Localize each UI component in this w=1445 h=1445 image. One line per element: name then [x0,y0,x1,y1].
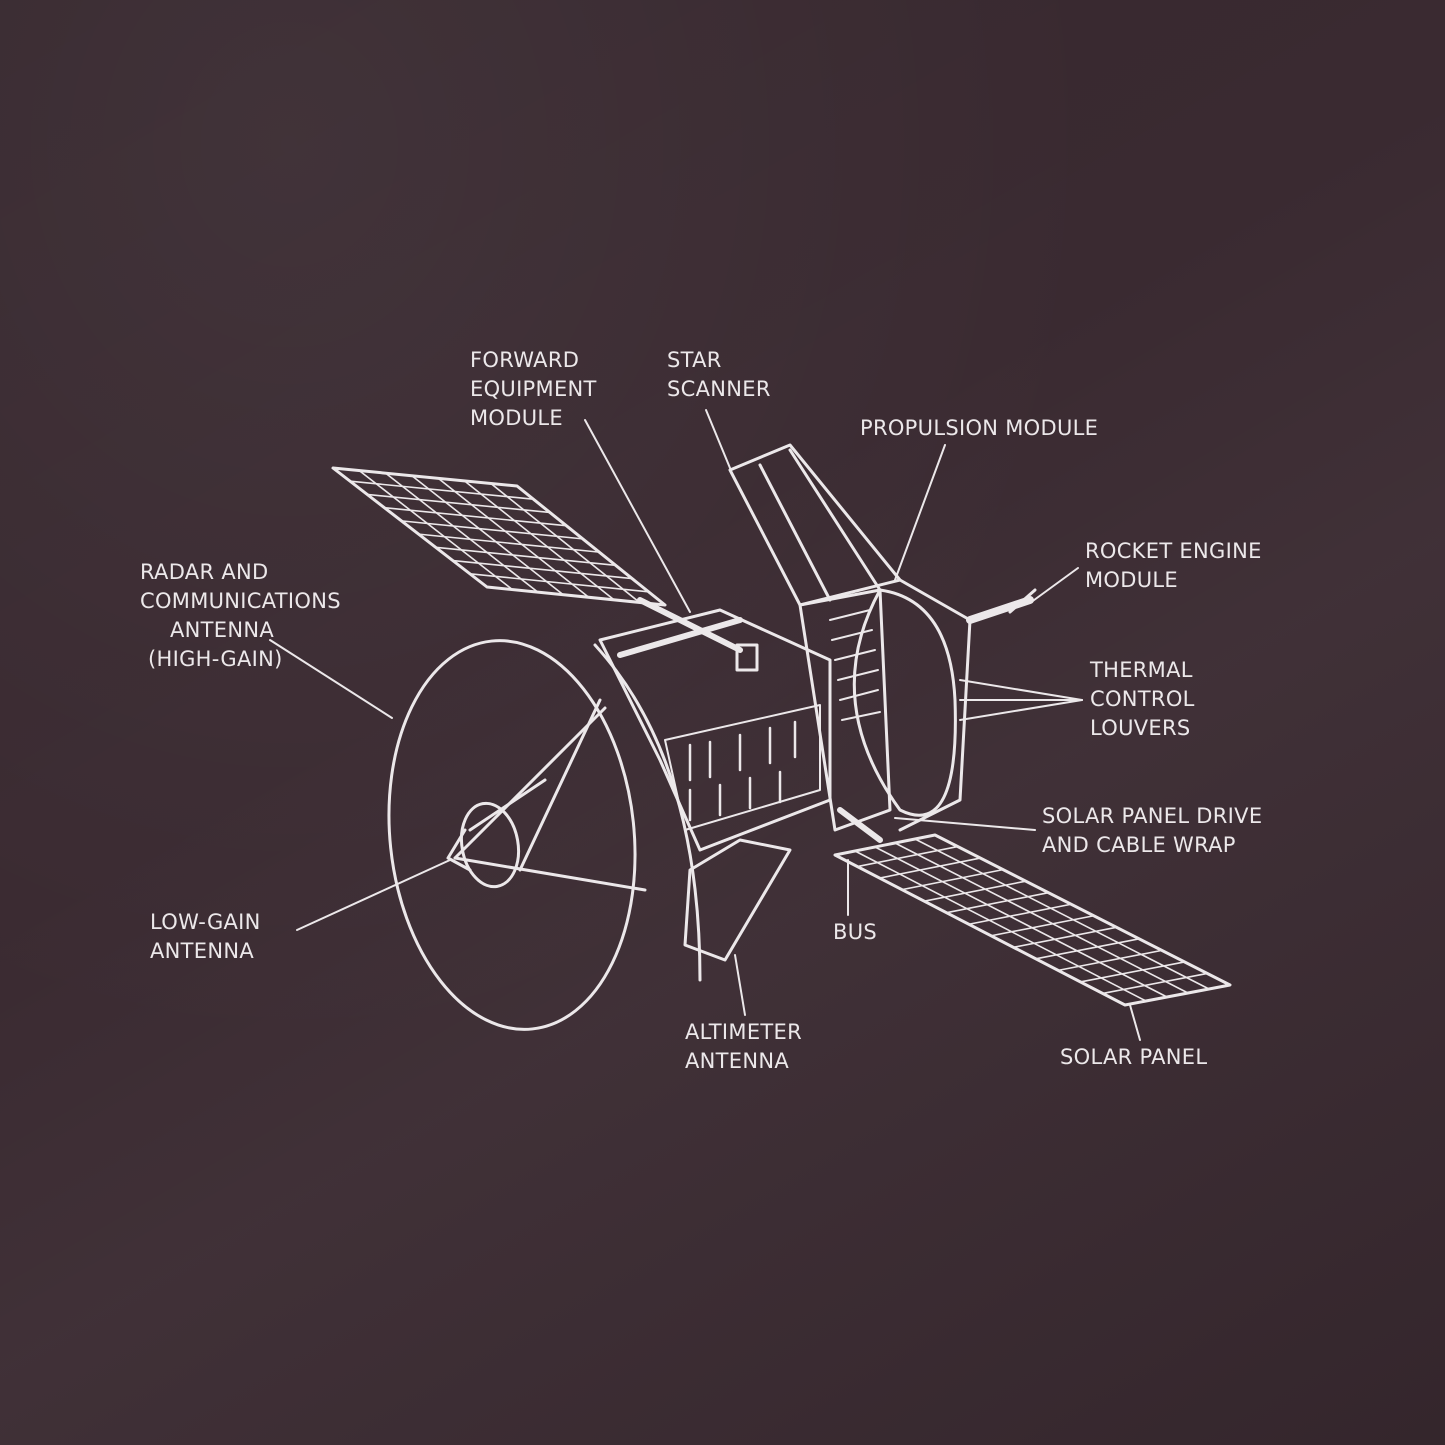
panel-cell-line [463,480,615,601]
panel-cell-line [451,559,633,580]
bottom-solar-panel [833,807,1232,1007]
top-solar-panel [331,466,743,653]
label-line: STAR [667,348,722,372]
label-solar-panel-drive: SOLAR PANEL DRIVE AND CABLE WRAP [1042,802,1262,860]
label-line: FORWARD [470,348,580,372]
label-line: CONTROL [1090,687,1195,711]
label-line: THERMAL [1090,658,1193,682]
panel-cell-line [1101,972,1209,995]
panel-cell-line [437,477,590,599]
label-line: MODULE [470,406,563,430]
low-gain-antenna [446,801,521,889]
panel-cell-line [923,880,1027,902]
label-line: SOLAR PANEL [1060,1045,1208,1069]
propulsion-module [728,443,1037,832]
leader-lines [269,409,1141,1041]
panel-cell-line [384,472,539,593]
panel-cell-line [1079,961,1186,983]
panel-cell-line [358,469,514,591]
label-propulsion-module: PROPULSION MODULE [860,414,1098,443]
label-thermal-control-louvers: THERMAL CONTROL LOUVERS [1090,656,1195,743]
panel-cell-line [901,868,1004,891]
label-line: EQUIPMENT [470,377,597,401]
label-low-gain-antenna: LOW-GAIN ANTENNA [150,908,261,966]
panel-cell-line [1012,926,1118,949]
label-line: ANTENNA [150,939,255,963]
label-high-gain-antenna: RADAR AND COMMUNICATIONS ANTENNA (HIGH-G… [130,558,370,674]
label-line: COMMUNICATIONS [140,589,341,613]
panel-cell-line [894,842,1189,994]
panel-cell-line [489,482,641,604]
panel-cell-line [383,506,568,527]
panel-cell-line [366,493,551,514]
label-rocket-engine-module: ROCKET ENGINE MODULE [1085,537,1262,595]
label-line: ROCKET ENGINE [1085,539,1262,563]
label-bus: BUS [833,918,877,947]
panel-cell-line [1034,938,1141,960]
label-line: (HIGH-GAIN) [148,647,283,671]
label-line: SCANNER [667,377,771,401]
label-line: PROPULSION MODULE [860,416,1099,440]
label-line: LOW-GAIN [150,910,261,934]
label-line: ALTIMETER [685,1020,802,1044]
label-line: LOUVERS [1090,716,1191,740]
panel-cell-line [945,891,1050,914]
label-line: ANTENNA [170,618,275,642]
label-forward-equipment-module: FORWARD EQUIPMENT MODULE [470,346,597,433]
panel-cell-line [469,572,650,593]
label-line: MODULE [1085,568,1178,592]
panel-cell-line [434,546,617,567]
bus-body [598,608,832,962]
panel-cell-line [1057,949,1163,972]
panel-cell-line [854,850,1147,1002]
label-line: AND CABLE WRAP [1042,833,1236,857]
panel-cell-line [914,838,1210,990]
label-line: RADAR AND [140,560,269,584]
panel-cell-line [349,480,535,501]
panel-cell-line [990,914,1095,937]
label-altimeter-antenna: ALTIMETER ANTENNA [685,1018,802,1076]
label-solar-panel: SOLAR PANEL [1060,1043,1207,1072]
label-line: SOLAR PANEL DRIVE [1042,804,1263,828]
high-gain-antenna-dish [387,639,702,1031]
panel-cell-line [968,903,1072,926]
panel-cell-line [417,533,601,553]
panel-cell-line [400,520,584,540]
label-line: ANTENNA [685,1049,790,1073]
label-line: BUS [833,920,878,944]
panel-cell-line [874,846,1168,998]
panel-cell-line [856,845,959,868]
panel-cell-line [411,474,565,596]
panel-cell-line [878,857,982,879]
label-star-scanner: STAR SCANNER [667,346,771,404]
